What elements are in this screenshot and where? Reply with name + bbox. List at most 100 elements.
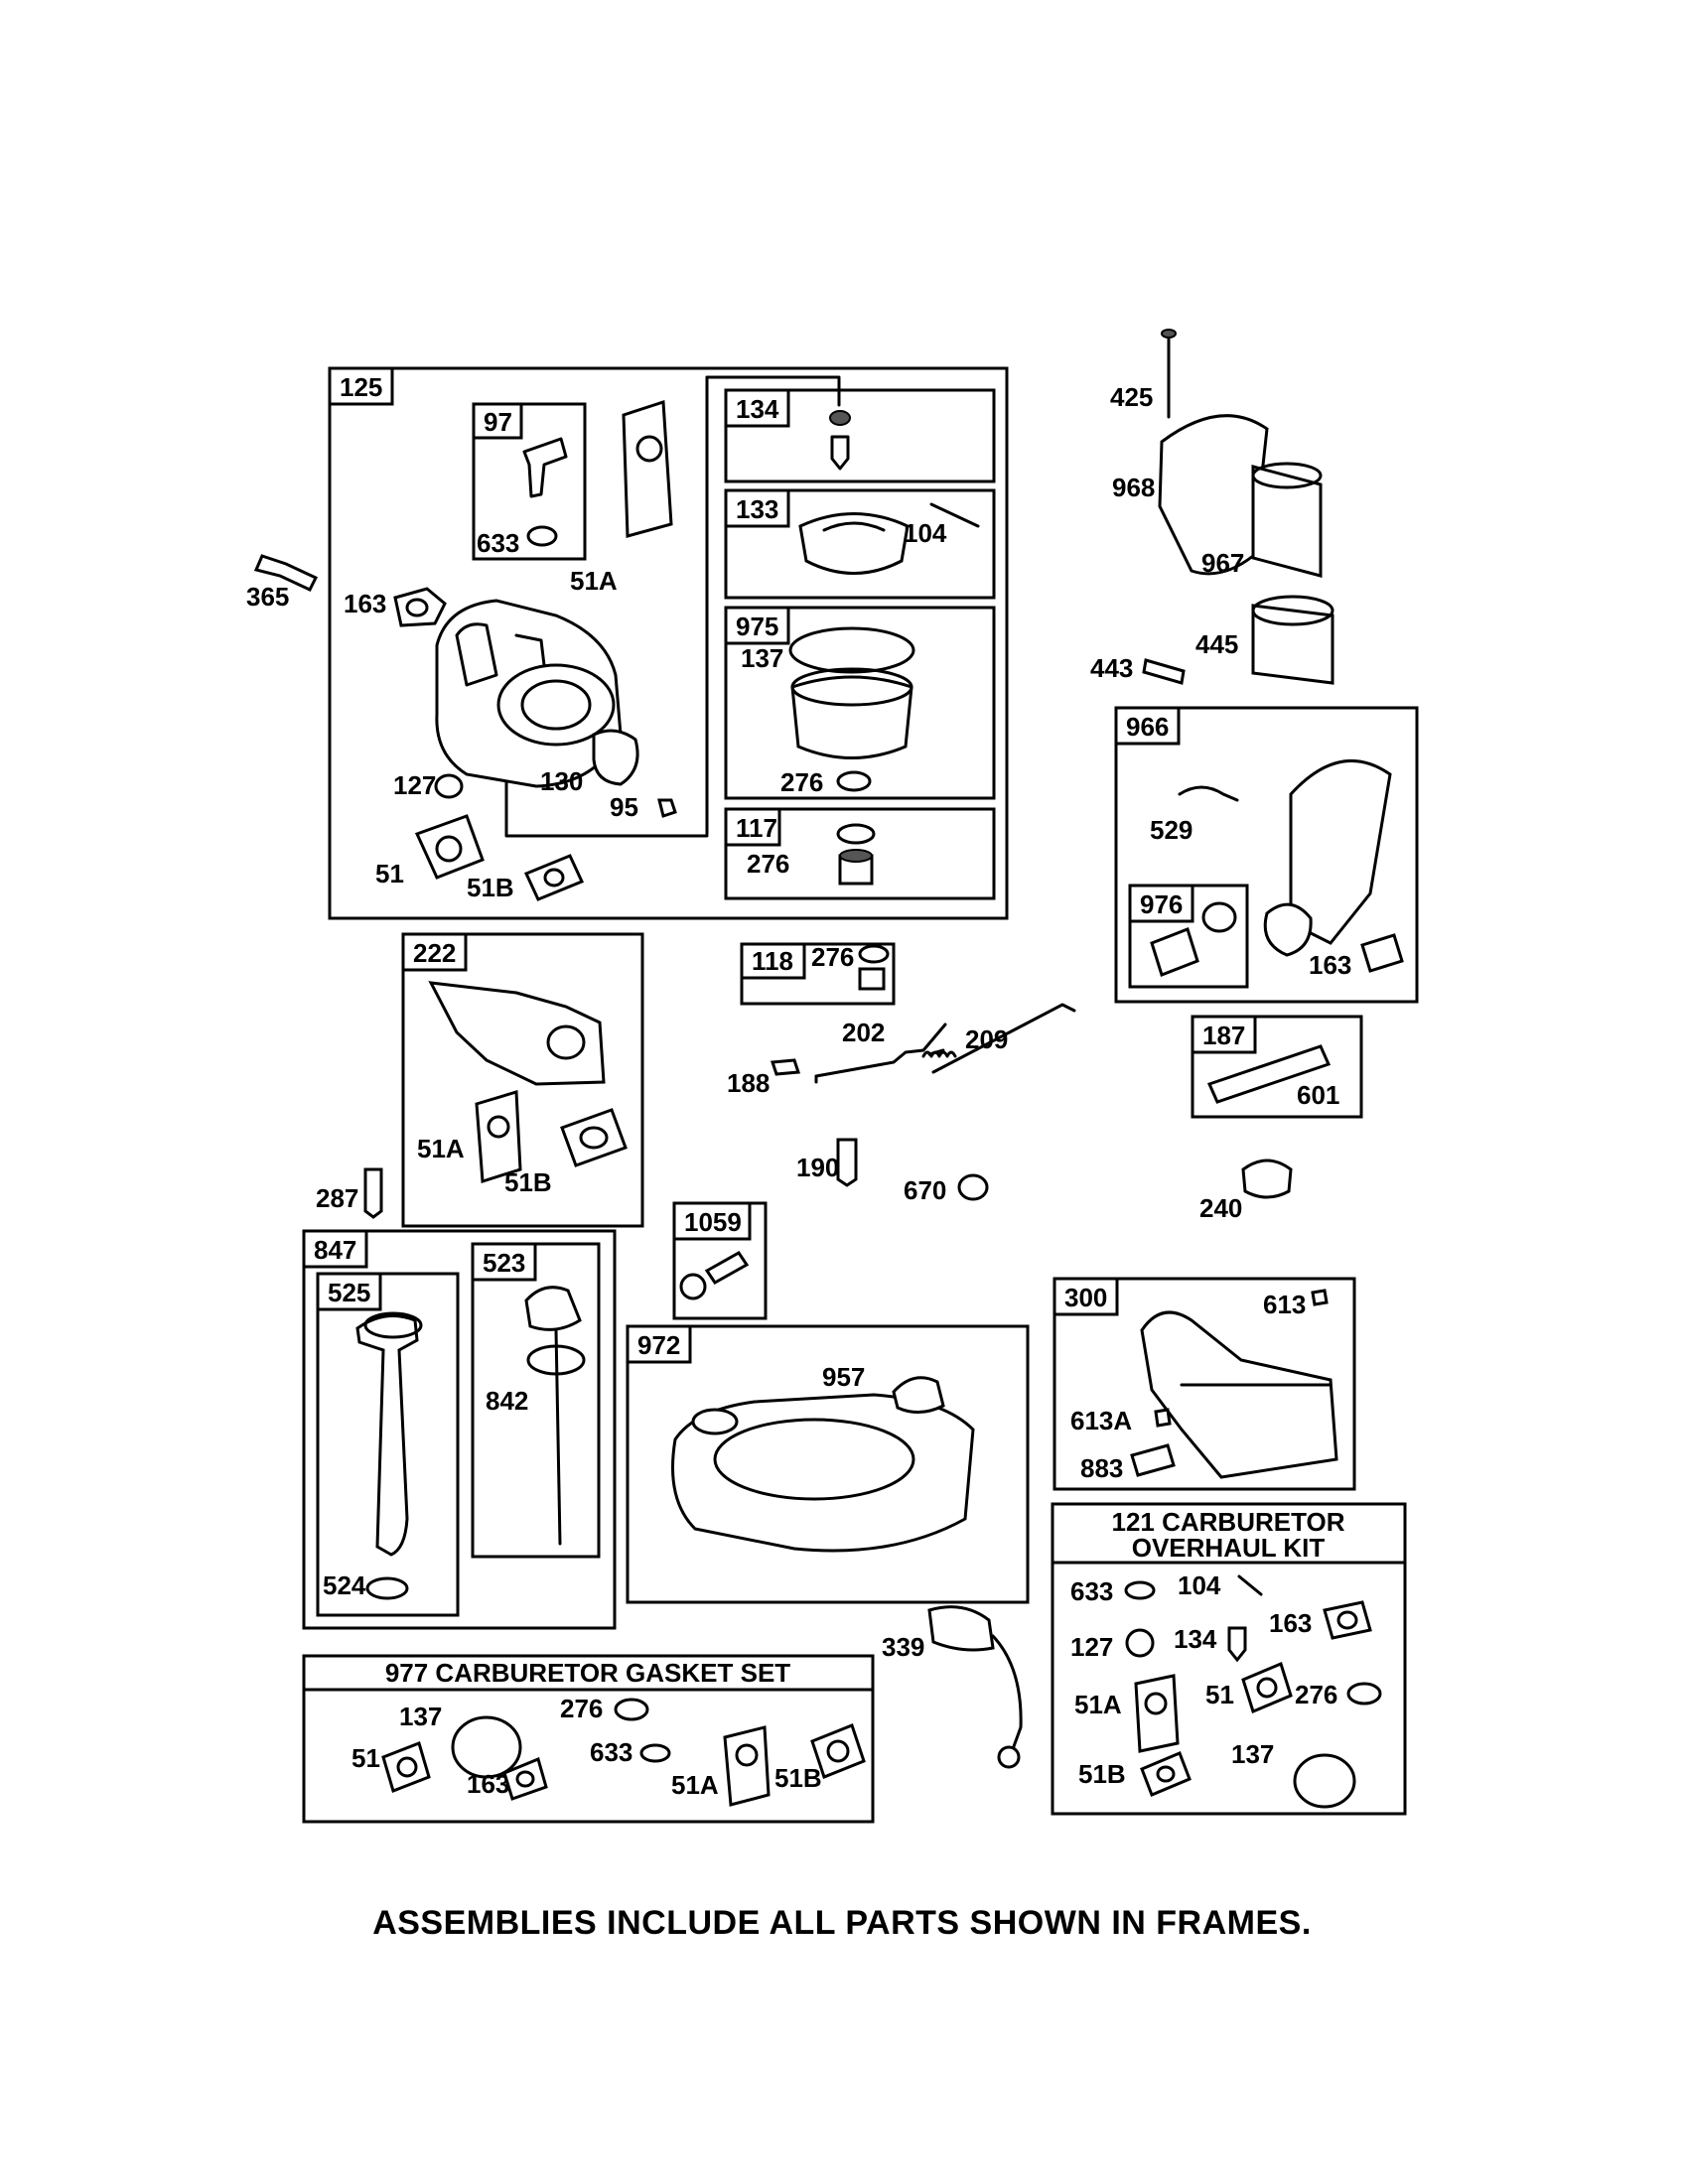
label-95: 95 bbox=[610, 792, 638, 822]
frame-222: 222 51A 51B bbox=[401, 932, 644, 1228]
frame-133: 133 104 bbox=[724, 488, 996, 600]
frame-187: 187 601 bbox=[1191, 1015, 1363, 1119]
gasket-51Ac-hole bbox=[1144, 1692, 1168, 1715]
label-957: 957 bbox=[822, 1362, 865, 1392]
cover-968-part bbox=[1158, 414, 1269, 576]
fuel-filter-240-group: 240 bbox=[1199, 1159, 1293, 1223]
frame-118: 118 276 bbox=[740, 942, 896, 1006]
needle-134-part bbox=[1227, 1626, 1247, 1663]
link-202-part bbox=[814, 1023, 947, 1078]
label-51A-d: 51A bbox=[671, 1770, 719, 1800]
frame-125: 125 97 633 134 133 104 bbox=[328, 366, 1009, 920]
frame-97: 97 633 bbox=[472, 402, 587, 561]
frame-847: 847 525 524 523 842 bbox=[302, 1229, 617, 1630]
gasket-51B-part bbox=[523, 854, 585, 901]
label-51B-a: 51B bbox=[467, 873, 514, 902]
bolt-365-part bbox=[253, 554, 319, 592]
label-51A-a: 51A bbox=[570, 566, 618, 596]
frame-tag-972: 972 bbox=[637, 1330, 680, 1360]
frame-975: 975 137 276 bbox=[724, 606, 996, 800]
frame-tag-133: 133 bbox=[736, 494, 778, 524]
label-529: 529 bbox=[1150, 815, 1193, 845]
gasket-163-hole bbox=[405, 598, 429, 617]
label-633-a: 633 bbox=[477, 528, 519, 558]
tube-mouth bbox=[363, 1311, 423, 1339]
air-elbow-part bbox=[1263, 902, 1313, 957]
frame-134: 134 bbox=[724, 388, 996, 483]
label-601: 601 bbox=[1297, 1080, 1339, 1110]
plug-boot-part bbox=[927, 1605, 995, 1652]
label-104-b: 104 bbox=[1178, 1570, 1221, 1600]
needle-seat-part bbox=[829, 410, 851, 426]
label-339: 339 bbox=[882, 1632, 924, 1662]
screw-613A-part bbox=[1154, 1408, 1172, 1428]
float-bowl-part bbox=[790, 675, 913, 759]
label-365: 365 bbox=[246, 582, 289, 612]
label-190: 190 bbox=[796, 1153, 839, 1182]
gasket-163c-part bbox=[1323, 1600, 1372, 1640]
label-51A-c: 51A bbox=[1074, 1690, 1122, 1719]
fuel-cap-957-part bbox=[892, 1376, 945, 1414]
gasket-51Bb-part bbox=[560, 1108, 628, 1167]
gasket-883-part bbox=[1130, 1443, 1176, 1477]
bracket-hole bbox=[546, 1024, 586, 1060]
tank-recess bbox=[713, 1418, 915, 1501]
label-443: 443 bbox=[1090, 653, 1133, 683]
seal-633b-part bbox=[1124, 1580, 1156, 1600]
label-445: 445 bbox=[1195, 629, 1238, 659]
label-51-d: 51 bbox=[351, 1743, 380, 1773]
label-240: 240 bbox=[1199, 1193, 1242, 1223]
washer-276c-part bbox=[858, 944, 890, 964]
label-670: 670 bbox=[904, 1175, 946, 1205]
bowl-nut-top bbox=[839, 849, 873, 863]
frame-tag-847: 847 bbox=[314, 1235, 356, 1265]
label-51B-c: 51B bbox=[1078, 1759, 1126, 1789]
pre-cleaner-967-top bbox=[1251, 462, 1323, 489]
bolt-365-group: 365 bbox=[246, 554, 319, 612]
label-287: 287 bbox=[316, 1183, 358, 1213]
screw-443-part bbox=[1142, 658, 1186, 685]
kit-121-title-line1: 121 CARBURETOR bbox=[1111, 1507, 1344, 1537]
label-209: 209 bbox=[965, 1024, 1008, 1054]
filter-445-part bbox=[1251, 604, 1334, 685]
gasket-51Bc-part bbox=[1140, 1751, 1192, 1797]
air-cleaner-group: 425 968 967 445 443 bbox=[1090, 329, 1334, 685]
label-842: 842 bbox=[486, 1386, 528, 1416]
label-51-a: 51 bbox=[375, 859, 404, 888]
label-276-c: 276 bbox=[811, 942, 854, 972]
tube-976-part bbox=[1150, 927, 1199, 977]
frame-tag-976: 976 bbox=[1140, 889, 1183, 919]
label-276-b: 276 bbox=[747, 849, 789, 879]
kit-121-overhaul: 121 CARBURETOR OVERHAUL KIT 633 104 127 … bbox=[1051, 1502, 1407, 1816]
label-51B-d: 51B bbox=[774, 1763, 822, 1793]
frame-tag-222: 222 bbox=[413, 938, 456, 968]
label-51A-b: 51A bbox=[417, 1134, 465, 1163]
gasket-51c-hole bbox=[1256, 1677, 1278, 1699]
ignition-lead-339-group: 339 bbox=[882, 1605, 1023, 1769]
gasket-163d-part bbox=[502, 1756, 548, 1801]
leader-134 bbox=[705, 375, 841, 407]
label-51-c: 51 bbox=[1205, 1680, 1234, 1709]
label-163-c: 163 bbox=[1269, 1608, 1312, 1638]
screw-188-part bbox=[770, 1058, 801, 1076]
label-968: 968 bbox=[1112, 473, 1155, 502]
label-51B-b: 51B bbox=[504, 1167, 552, 1197]
bowl-gasket-part bbox=[788, 626, 915, 674]
governor-bracket-part bbox=[428, 981, 606, 1086]
filter-445-top bbox=[1251, 595, 1334, 626]
label-137-c: 137 bbox=[399, 1702, 442, 1731]
label-163-b: 163 bbox=[1309, 950, 1351, 980]
bolt-1059-part bbox=[704, 1251, 750, 1285]
seal-633-part bbox=[526, 525, 558, 547]
gasket-137c-part bbox=[451, 1715, 522, 1779]
screw-95-part bbox=[657, 798, 677, 818]
carburetor-body-part bbox=[435, 599, 623, 788]
label-613: 613 bbox=[1263, 1290, 1306, 1319]
clamp-976-part bbox=[1201, 901, 1237, 933]
leader-bottom bbox=[504, 762, 709, 838]
label-134: 134 bbox=[1174, 1624, 1217, 1654]
spring-209-coils bbox=[921, 1050, 957, 1058]
frame-tag-118: 118 bbox=[752, 946, 793, 976]
o-ring-524-part bbox=[365, 1576, 409, 1600]
